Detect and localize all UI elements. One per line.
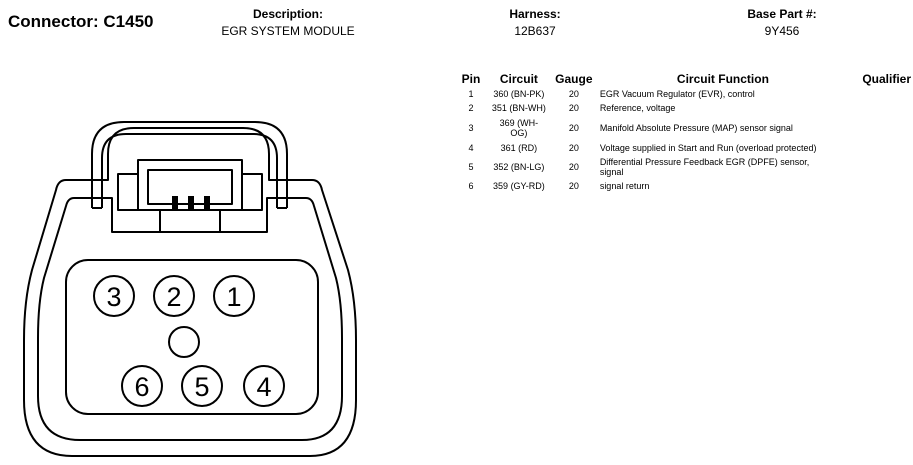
- circuit-function: EGR Vacuum Regulator (EVR), control: [599, 89, 755, 99]
- latch-outer: [91, 121, 288, 208]
- connector-title: Connector: C1450: [8, 12, 154, 31]
- pin-table: Pin Circuit Gauge Circuit Function Quali…: [455, 72, 913, 193]
- pin-label-5: 5: [194, 372, 209, 402]
- gauge: 20: [568, 89, 579, 99]
- gauge: 20: [568, 123, 579, 133]
- qualifier: [849, 115, 913, 141]
- pin-number: 6: [468, 181, 474, 191]
- lock-teeth: [172, 196, 210, 210]
- circuit: 351 (BN-WH): [491, 103, 546, 113]
- qualifier: [849, 87, 913, 101]
- gauge: 20: [568, 143, 579, 153]
- lock-tab: [117, 173, 139, 211]
- circuit: 359 (GY-RD): [493, 181, 545, 191]
- gauge: 20: [568, 162, 579, 172]
- table-row: 5 352 (BN-LG) 20 Differential Pressure F…: [455, 155, 913, 179]
- pin-cavity-4: [243, 365, 285, 407]
- qualifier: [849, 101, 913, 115]
- base-part-label: Base Part #:: [747, 7, 817, 21]
- function-line-2: signal: [599, 167, 624, 177]
- circuit: 369 (WH- OG): [487, 115, 551, 141]
- harness-value: 12B637: [514, 24, 556, 38]
- description-block: Description: EGR SYSTEM MODULE: [208, 7, 368, 38]
- pin-number: 3: [468, 123, 474, 133]
- harness-label: Harness:: [509, 7, 561, 21]
- base-part-block: Base Part #: 9Y456: [732, 7, 832, 38]
- pin-label-1: 1: [226, 282, 241, 312]
- function-line-1: Differential Pressure Feedback EGR (DPFE…: [599, 157, 810, 167]
- pin-label-6: 6: [134, 372, 149, 402]
- circuit-function: Voltage supplied in Start and Run (overl…: [599, 143, 817, 153]
- connector-inner-shell: [37, 197, 343, 441]
- description-value: EGR SYSTEM MODULE: [221, 24, 355, 38]
- pin-cavity-1: [213, 275, 255, 317]
- pin-number: 4: [468, 143, 474, 153]
- table-row: 6 359 (GY-RD) 20 signal return: [455, 179, 913, 193]
- circuit-function: Reference, voltage: [599, 103, 676, 113]
- circuit: 361 (RD): [500, 143, 538, 153]
- table-row: 2 351 (BN-WH) 20 Reference, voltage: [455, 101, 913, 115]
- pin-cavity-3: [93, 275, 135, 317]
- table-row: 1 360 (BN-PK) 20 EGR Vacuum Regulator (E…: [455, 87, 913, 101]
- harness-block: Harness: 12B637: [485, 7, 585, 38]
- qualifier: [849, 179, 913, 193]
- header-circuit: Circuit: [499, 72, 538, 86]
- circuit-function: Differential Pressure Feedback EGR (DPFE…: [597, 155, 849, 179]
- table-row: 3 369 (WH- OG) 20 Manifold Absolute Pres…: [455, 115, 913, 141]
- pin-number: 1: [468, 89, 474, 99]
- header-gauge: Gauge: [555, 72, 593, 86]
- pin-number: 2: [468, 103, 474, 113]
- circuit-function: Manifold Absolute Pressure (MAP) sensor …: [599, 123, 793, 133]
- latch-inner: [101, 133, 278, 208]
- header-pin: Pin: [461, 72, 481, 86]
- header-qualifier: Qualifier: [862, 72, 911, 86]
- description-label: Description:: [252, 7, 323, 21]
- base-part-value: 9Y456: [764, 24, 800, 38]
- gauge: 20: [568, 181, 579, 191]
- lock-tooth: [204, 196, 210, 210]
- gauge: 20: [568, 103, 579, 113]
- circuit-line-2: OG): [510, 128, 528, 138]
- pin-labels: 3 2 1 6 5 4: [106, 282, 271, 402]
- table-row: 4 361 (RD) 20 Voltage supplied in Start …: [455, 141, 913, 155]
- pin-cavity-6: [121, 365, 163, 407]
- connector-face-diagram: 3 2 1 6 5 4: [23, 121, 357, 457]
- lock-tooth: [188, 196, 194, 210]
- key-hole: [168, 326, 200, 358]
- circuit-line-1: 369 (WH-: [499, 118, 539, 128]
- circuit-function: signal return: [599, 181, 650, 191]
- circuit: 360 (BN-PK): [493, 89, 545, 99]
- pin-label-4: 4: [256, 372, 271, 402]
- connector-outer-shell: [23, 127, 357, 457]
- pin-table-header: Pin Circuit Gauge Circuit Function Quali…: [455, 72, 913, 87]
- pin-label-3: 3: [106, 282, 121, 312]
- pin-cavity-area: [65, 259, 319, 415]
- lock-tab-right: [241, 173, 263, 211]
- lock-tooth: [172, 196, 178, 210]
- pin-label-2: 2: [166, 282, 181, 312]
- circuit: 352 (BN-LG): [493, 162, 545, 172]
- qualifier: [849, 141, 913, 155]
- pin-cavity-5: [181, 365, 223, 407]
- header-function: Circuit Function: [676, 72, 769, 86]
- pin-number: 5: [468, 162, 474, 172]
- qualifier: [849, 155, 913, 179]
- pin-cavity-2: [153, 275, 195, 317]
